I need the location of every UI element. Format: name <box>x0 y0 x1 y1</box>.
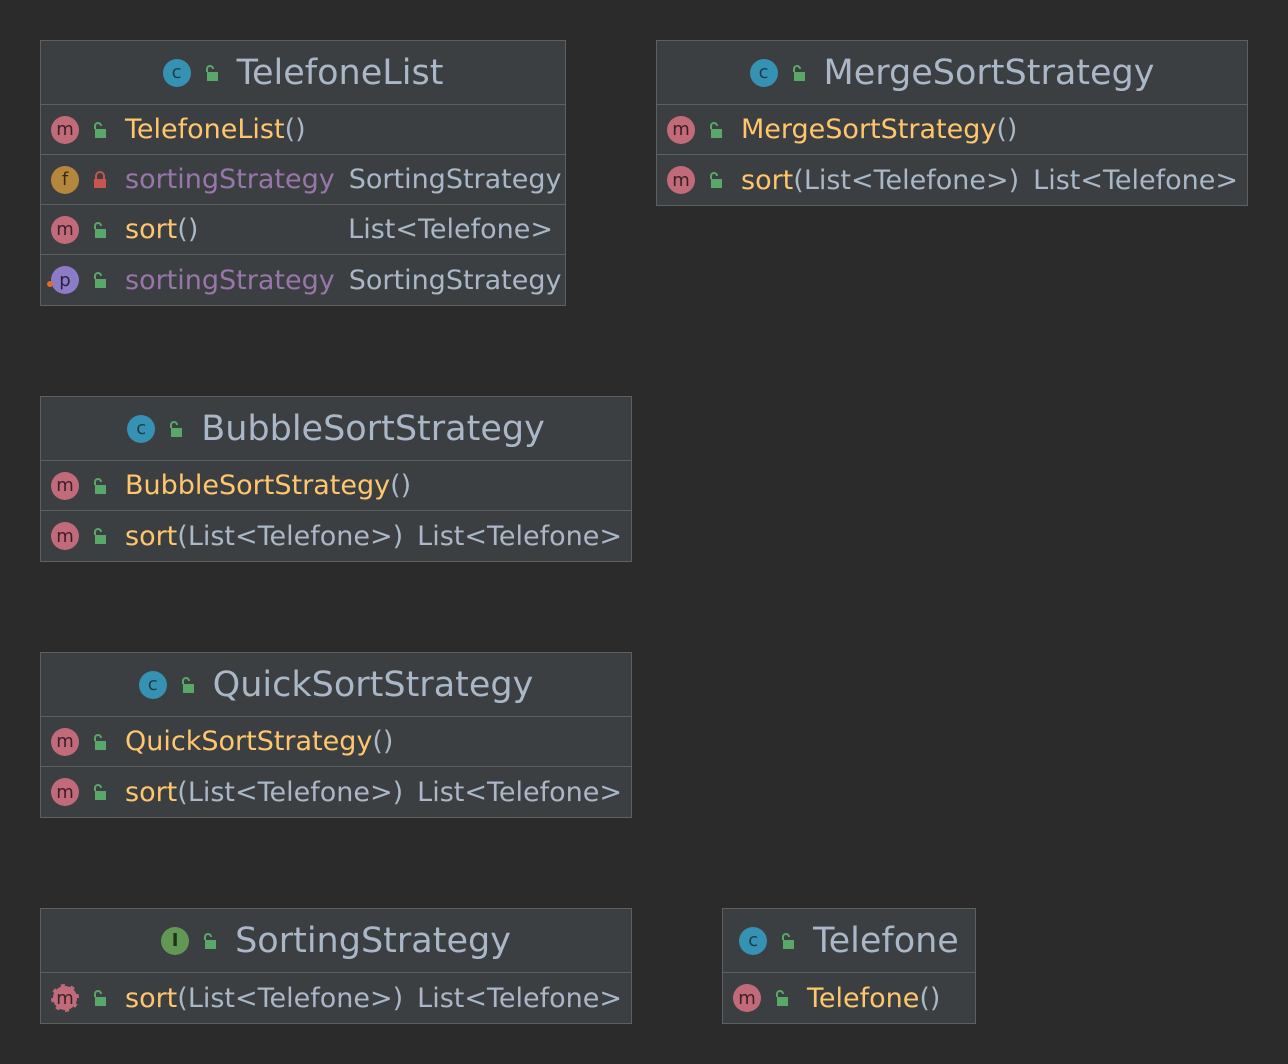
class-box-quicksortstrategy[interactable]: c QuickSortStrategy m QuickSortStrategy … <box>40 652 632 818</box>
class-header: c BubbleSortStrategy <box>41 397 631 461</box>
class-box-telefonelist[interactable]: c TelefoneList m TelefoneList () f sorti… <box>40 40 566 306</box>
class-icon: c <box>138 670 167 699</box>
member-signature: (List<Telefone>) <box>177 776 404 808</box>
class-box-mergesortstrategy[interactable]: c MergeSortStrategy m MergeSortStrategy … <box>656 40 1248 206</box>
member-signature: (List<Telefone>) <box>177 982 404 1014</box>
public-visibility-icon <box>89 731 111 753</box>
public-visibility-icon <box>771 987 793 1009</box>
abstract-method-icon: m <box>51 984 79 1012</box>
method-icon: m <box>51 522 79 550</box>
class-name: TelefoneList <box>236 52 444 93</box>
class-header: c MergeSortStrategy <box>657 41 1247 105</box>
public-visibility-icon <box>705 169 727 191</box>
member-row[interactable]: m sort (List<Telefone>) List<Telefone> <box>657 155 1247 205</box>
member-signature: () <box>919 982 941 1014</box>
member-row[interactable]: m sort () List<Telefone> <box>41 205 565 255</box>
class-header: c Telefone <box>723 909 975 973</box>
member-type: List<Telefone> <box>348 214 553 245</box>
property-icon: p <box>47 266 79 294</box>
member-row[interactable]: m BubbleSortStrategy () <box>41 461 631 511</box>
method-icon: m <box>51 727 79 756</box>
member-row[interactable]: m sort (List<Telefone>) List<Telefone> <box>41 767 631 817</box>
method-icon: m <box>733 984 761 1012</box>
member-row[interactable]: m MergeSortStrategy () <box>657 105 1247 155</box>
class-name: BubbleSortStrategy <box>201 408 545 449</box>
public-visibility-icon <box>777 930 799 952</box>
class-box-telefone[interactable]: c Telefone m Telefone () <box>722 908 976 1024</box>
method-icon: m <box>51 115 79 144</box>
class-icon: c <box>127 414 156 443</box>
class-name: SortingStrategy <box>235 920 511 961</box>
class-icon: c <box>749 58 778 87</box>
public-visibility-icon <box>788 62 810 84</box>
member-row[interactable]: m TelefoneList () <box>41 105 565 155</box>
member-row[interactable]: m sort (List<Telefone>) List<Telefone> <box>41 511 631 561</box>
member-name: TelefoneList <box>125 114 285 145</box>
class-box-bubblesortstrategy[interactable]: c BubbleSortStrategy m BubbleSortStrateg… <box>40 396 632 562</box>
member-row[interactable]: f sortingStrategy SortingStrategy <box>41 155 565 205</box>
member-type: List<Telefone> <box>417 982 622 1014</box>
class-icon: c <box>162 58 191 87</box>
member-name: QuickSortStrategy <box>125 726 373 757</box>
member-row[interactable]: m QuickSortStrategy () <box>41 717 631 767</box>
member-type: List<Telefone> <box>417 520 622 552</box>
member-type: SortingStrategy <box>348 164 562 195</box>
member-name: sortingStrategy <box>125 164 335 195</box>
interface-icon: I <box>161 926 190 955</box>
public-visibility-icon <box>89 269 111 291</box>
class-header: c QuickSortStrategy <box>41 653 631 717</box>
class-name: MergeSortStrategy <box>823 52 1155 93</box>
public-visibility-icon <box>89 219 111 241</box>
member-name: sort <box>125 520 178 552</box>
member-signature: () <box>996 114 1018 145</box>
interface-box-sortingstrategy[interactable]: I SortingStrategy m sort (List<Telefone>… <box>40 908 632 1024</box>
member-type: List<Telefone> <box>1033 164 1238 196</box>
member-name: sort <box>125 776 178 808</box>
member-signature: () <box>177 214 199 245</box>
class-name: Telefone <box>813 920 959 961</box>
public-visibility-icon <box>201 62 223 84</box>
public-visibility-icon <box>89 987 111 1009</box>
member-name: BubbleSortStrategy <box>125 470 391 501</box>
public-visibility-icon <box>89 781 111 803</box>
member-row[interactable]: p sortingStrategy SortingStrategy <box>41 255 565 305</box>
public-visibility-icon <box>89 475 111 497</box>
member-signature: () <box>390 470 412 501</box>
field-icon: f <box>51 165 79 194</box>
method-icon: m <box>667 166 695 194</box>
method-icon: m <box>667 115 695 144</box>
member-type: List<Telefone> <box>417 776 622 808</box>
member-name: Telefone <box>807 982 920 1014</box>
class-icon: c <box>739 926 768 955</box>
class-header: c TelefoneList <box>41 41 565 105</box>
private-lock-icon <box>89 169 111 191</box>
public-visibility-icon <box>89 525 111 547</box>
public-visibility-icon <box>177 674 199 696</box>
member-signature: () <box>372 726 394 757</box>
class-name: QuickSortStrategy <box>212 664 534 705</box>
member-name: sort <box>125 214 178 245</box>
member-row[interactable]: m sort (List<Telefone>) List<Telefone> <box>41 973 631 1023</box>
public-visibility-icon <box>705 119 727 141</box>
member-signature: (List<Telefone>) <box>177 520 404 552</box>
member-name: sort <box>125 982 178 1014</box>
public-visibility-icon <box>165 418 187 440</box>
method-icon: m <box>51 778 79 806</box>
member-row[interactable]: m Telefone () <box>723 973 975 1023</box>
public-visibility-icon <box>89 119 111 141</box>
member-signature: (List<Telefone>) <box>793 164 1020 196</box>
member-name: MergeSortStrategy <box>741 114 997 145</box>
member-name: sort <box>741 164 794 196</box>
class-header: I SortingStrategy <box>41 909 631 973</box>
method-icon: m <box>51 215 79 244</box>
member-signature: () <box>284 114 306 145</box>
public-visibility-icon <box>199 930 221 952</box>
member-type: SortingStrategy <box>348 264 562 296</box>
method-icon: m <box>51 471 79 500</box>
member-name: sortingStrategy <box>125 264 335 296</box>
